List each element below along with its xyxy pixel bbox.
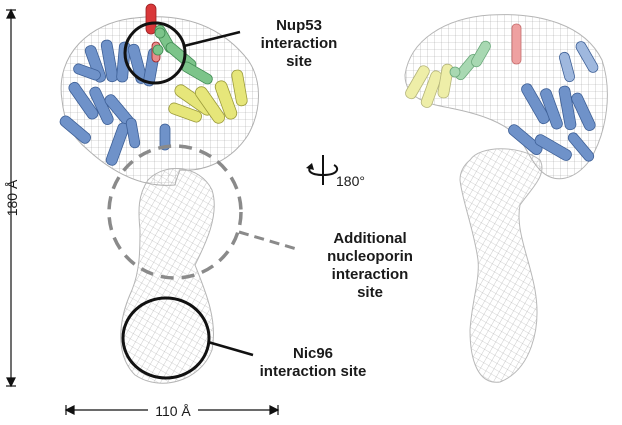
nic96-label-line: Nic96 (292, 345, 334, 362)
right-green-helices (449, 40, 491, 81)
nup53-site-circle (123, 21, 187, 85)
height-dimension-label: 180 Å (4, 179, 20, 217)
additional-label-line: interaction (331, 266, 409, 283)
rotation-label: 180° (336, 173, 365, 189)
nup53-leader-line (183, 30, 241, 48)
nic96-label-line: interaction site (259, 363, 367, 380)
nup53-label-line: interaction (260, 35, 338, 52)
right-helices (405, 23, 599, 162)
nic96-site-circle (121, 296, 211, 380)
right-density-mesh (404, 14, 608, 383)
height-dimension-arrow (6, 8, 16, 388)
nup53-label: Nup53 interaction site (244, 17, 354, 71)
nic96-label: Nic96 interaction site (243, 345, 383, 381)
additional-label-line: Additional (333, 230, 407, 247)
additional-leader-line (238, 230, 301, 252)
left-yellow-helices (168, 69, 248, 124)
additional-label-line: site (357, 284, 383, 301)
width-dimension-label: 110 Å (148, 403, 198, 419)
right-red-helix (511, 23, 522, 65)
right-yellow-helices (405, 63, 454, 108)
left-helices (59, 3, 248, 166)
nup53-label-line: site (286, 53, 312, 70)
rotation-icon (306, 155, 339, 185)
right-blue-helices (508, 41, 599, 162)
additional-nucleoporin-label: Additional nucleoporin interaction site (305, 230, 435, 302)
left-green-helices (152, 24, 213, 85)
additional-label-line: nucleoporin (327, 248, 413, 265)
additional-site-circle (107, 144, 243, 280)
nup53-label-line: Nup53 (276, 17, 322, 34)
nic96-leader-line (207, 340, 254, 357)
left-blue-helices (59, 39, 171, 166)
